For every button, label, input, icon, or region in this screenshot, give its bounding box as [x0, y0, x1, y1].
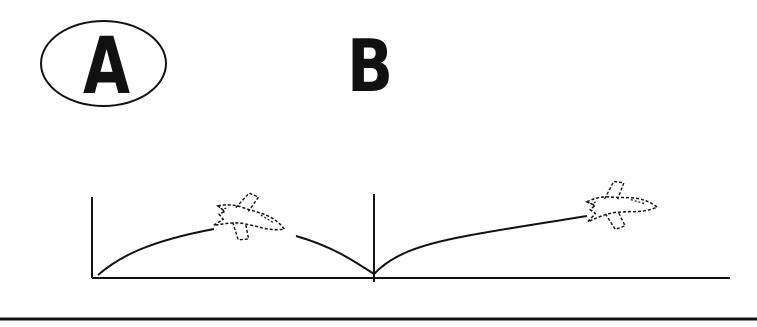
trajectory-a-left [97, 228, 215, 276]
selection-ellipse [40, 20, 167, 107]
trajectory-b [373, 215, 588, 275]
airplane-icon [585, 178, 659, 232]
option-b-label: B [347, 24, 394, 108]
trajectory-a-right [295, 235, 375, 275]
airplane-icon [211, 186, 291, 250]
option-a-label: A [83, 22, 131, 112]
